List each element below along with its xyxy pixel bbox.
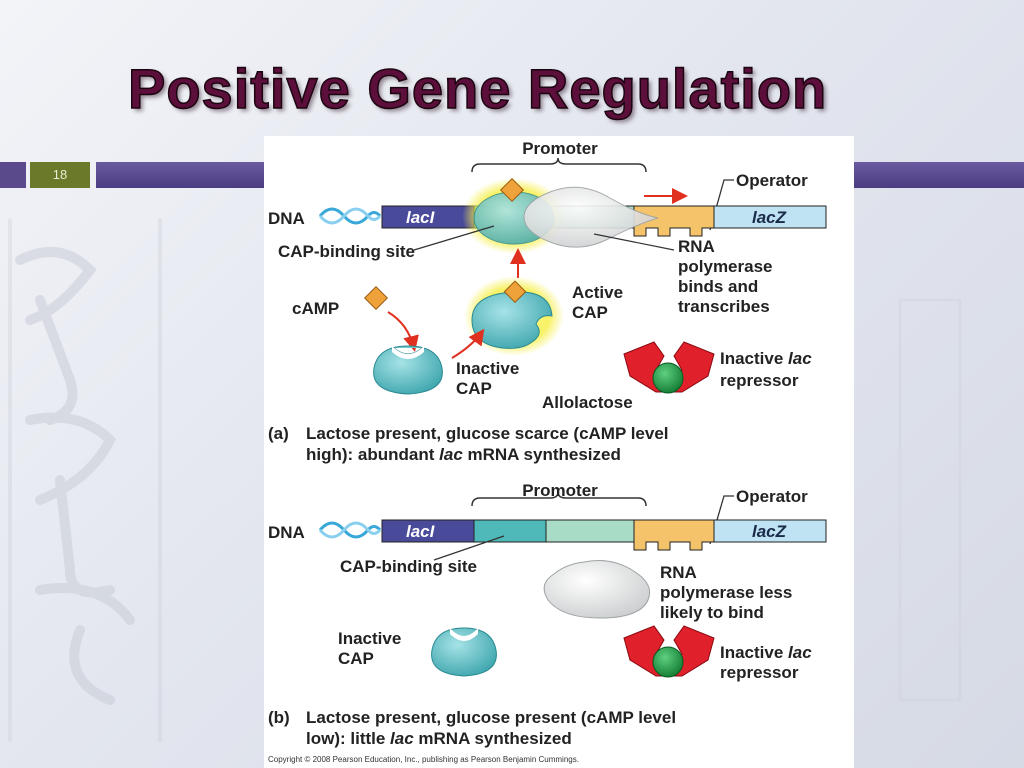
inactive-cap-a-notch <box>392 346 424 359</box>
camp-on-active-cap <box>503 280 527 304</box>
dna-helix-b <box>318 521 382 539</box>
allolactose-b <box>652 646 684 678</box>
lac-operon-figure: Promoter Operator DNA lacI <box>264 136 854 768</box>
promoter-bracket-a <box>471 157 647 173</box>
slide-number: 18 <box>52 167 68 182</box>
promoter-label-a: Promoter <box>522 139 598 158</box>
camp-bound <box>499 177 525 203</box>
lac-operon-diagram: Promoter Operator DNA lacI <box>268 139 827 764</box>
dna-label-b: DNA <box>268 523 305 542</box>
rnap-label-b-2: polymerase less <box>660 583 792 602</box>
dna-label-a: DNA <box>268 209 305 228</box>
active-cap <box>471 291 553 349</box>
active-cap-label-1: Active <box>572 283 623 302</box>
rnap-label-b-3: likely to bind <box>660 603 764 622</box>
inactive-cap-a <box>373 345 443 395</box>
cap-site-label-a: CAP-binding site <box>278 242 415 261</box>
activation-arrow <box>451 328 485 359</box>
slide-number-bar <box>30 162 90 188</box>
cap-site-leader-a <box>413 225 495 251</box>
caption-b-line-2: low): little lac mRNA synthesized <box>306 729 572 748</box>
copyright-notice: Copyright © 2008 Pearson Education, Inc.… <box>268 755 579 764</box>
promoter-bracket-b <box>471 491 647 507</box>
rnap-label-a-1: RNA <box>678 237 715 256</box>
dna-helix-a <box>318 207 382 225</box>
panel-a: Promoter Operator DNA lacI <box>268 139 827 464</box>
lacz-label-a: lacZ <box>752 208 787 227</box>
inactive-cap-b <box>431 627 497 677</box>
allolactose-molecule <box>652 362 684 394</box>
repressor-a-label-2: repressor <box>720 371 799 390</box>
operator-segment-a <box>633 205 715 237</box>
promoter-label-b: Promoter <box>522 481 598 500</box>
camp-arrow <box>387 311 419 352</box>
laci-label-b: lacI <box>406 522 436 541</box>
laci-label-a: lacI <box>406 208 436 227</box>
rnap-label-a-4: transcribes <box>678 297 770 316</box>
lacz-segment-a <box>713 205 827 229</box>
rna-polymerase-bound <box>523 186 659 248</box>
caption-a-line-1: Lactose present, glucose scarce (cAMP le… <box>306 424 669 443</box>
promoter-segment-b <box>545 519 635 543</box>
cap-site-leader-b <box>433 535 505 561</box>
active-cap-label-2: CAP <box>572 303 608 322</box>
camp-label: cAMP <box>292 299 339 318</box>
rnap-label-b-1: RNA <box>660 563 697 582</box>
repressor-b-label-2: repressor <box>720 663 799 682</box>
panel-b: Promoter Operator DNA lacI lacZ CAP-bind… <box>268 481 827 748</box>
caption-b-label: (b) <box>268 708 290 727</box>
allolactose-label: Allolactose <box>542 393 633 412</box>
camp-free <box>363 285 389 311</box>
inactive-cap-a-label-2: CAP <box>456 379 492 398</box>
caption-b-line-1: Lactose present, glucose present (cAMP l… <box>306 708 676 727</box>
inactive-cap-a-label-1: Inactive <box>456 359 519 378</box>
header-bar-left <box>0 162 26 188</box>
caption-a-label: (a) <box>268 424 289 443</box>
cap-site-label-b: CAP-binding site <box>340 557 477 576</box>
slide-title: Positive Gene Regulation <box>127 56 828 121</box>
caption-a-line-2: high): abundant lac mRNA synthesized <box>306 445 621 464</box>
rnap-label-a-2: polymerase <box>678 257 773 276</box>
rnap-leader-a <box>593 233 675 251</box>
operator-label-b: Operator <box>736 487 808 506</box>
lacz-segment-b <box>713 519 827 543</box>
inactive-cap-b-label-1: Inactive <box>338 629 401 648</box>
lacz-label-b: lacZ <box>752 522 787 541</box>
cap-site-segment-b <box>473 519 547 543</box>
operator-segment-b <box>633 519 715 551</box>
rnap-label-a-3: binds and <box>678 277 758 296</box>
inactive-cap-b-label-2: CAP <box>338 649 374 668</box>
rna-polymerase-free <box>543 560 651 619</box>
inactive-cap-b-notch <box>450 628 478 641</box>
operator-label-a: Operator <box>736 171 808 190</box>
repressor-a-label-1: Inactive lac <box>720 349 812 368</box>
repressor-b-label-1: Inactive lac <box>720 643 812 662</box>
